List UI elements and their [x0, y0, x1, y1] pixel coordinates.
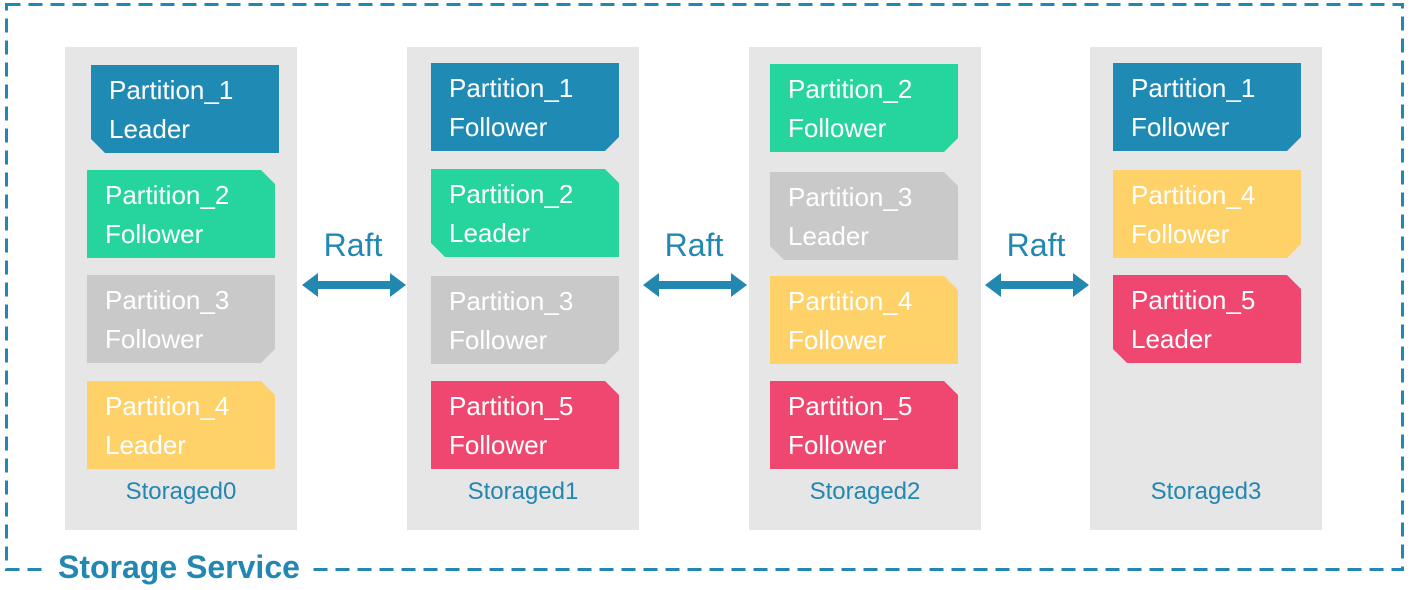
partition-role: Leader	[788, 221, 869, 251]
partition-card: Partition_1 Leader	[91, 65, 279, 153]
partition-role: Follower	[1131, 219, 1230, 249]
partition-name: Partition_3	[105, 285, 230, 315]
partition-card: Partition_2 Leader	[431, 169, 619, 257]
partition-card: Partition_1 Follower	[1113, 63, 1301, 151]
node-label: Storaged3	[1150, 478, 1262, 505]
partition-card: Partition_5 Leader	[1113, 275, 1301, 363]
raft-label: Raft	[1006, 227, 1066, 263]
partition-card: Partition_2 Follower	[87, 170, 275, 258]
partition-role: Follower	[788, 430, 887, 460]
partition-card: Partition_4 Follower	[1113, 170, 1301, 258]
partition-name: Partition_5	[449, 391, 574, 421]
partition-role: Follower	[449, 325, 548, 355]
partition-name: Partition_2	[105, 180, 230, 210]
node-label: Storaged1	[467, 478, 579, 505]
partition-name: Partition_3	[788, 182, 913, 212]
partition-card: Partition_5 Follower	[431, 381, 619, 469]
node-label: Storaged2	[809, 478, 921, 505]
partition-card: Partition_3 Follower	[431, 276, 619, 364]
storage-service-title: Storage Service	[48, 547, 310, 587]
partition-role: Follower	[449, 430, 548, 460]
double-arrow-icon	[985, 273, 1089, 297]
storaged2-node: Partition_2 Follower Partition_3 Leader …	[749, 47, 981, 530]
partition-name: Partition_4	[788, 286, 913, 316]
partition-card: Partition_1 Follower	[431, 63, 619, 151]
partition-name: Partition_1	[109, 75, 234, 105]
partition-card: Partition_3 Leader	[770, 172, 958, 260]
partition-name: Partition_5	[788, 391, 913, 421]
partition-name: Partition_2	[788, 74, 913, 104]
raft-label: Raft	[664, 227, 724, 263]
double-arrow-icon	[643, 273, 747, 297]
partition-role: Follower	[105, 219, 204, 249]
partition-role: Leader	[1131, 324, 1212, 354]
node-label: Storaged0	[125, 478, 237, 505]
storaged1-node: Partition_1 Follower Partition_2 Leader …	[407, 47, 639, 530]
storaged0-node: Partition_1 Leader Partition_2 Follower …	[65, 47, 297, 530]
partition-role: Leader	[105, 430, 186, 460]
partition-name: Partition_1	[1131, 73, 1256, 103]
storaged3-node: Partition_1 Follower Partition_4 Followe…	[1090, 47, 1322, 530]
partition-role: Follower	[1131, 112, 1230, 142]
partition-role: Follower	[788, 325, 887, 355]
partition-name: Partition_5	[1131, 285, 1256, 315]
raft-label: Raft	[323, 227, 383, 263]
partition-role: Leader	[449, 218, 530, 248]
partition-name: Partition_4	[1131, 180, 1256, 210]
partition-name: Partition_1	[449, 73, 574, 103]
partition-card: Partition_4 Leader	[87, 381, 275, 469]
partition-card: Partition_2 Follower	[770, 64, 958, 152]
partition-card: Partition_5 Follower	[770, 381, 958, 469]
partition-name: Partition_4	[105, 391, 230, 421]
double-arrow-icon	[302, 273, 406, 297]
partition-role: Follower	[449, 112, 548, 142]
partition-card: Partition_4 Follower	[770, 276, 958, 364]
partition-card: Partition_3 Follower	[87, 275, 275, 363]
partition-role: Follower	[105, 324, 204, 354]
partition-role: Follower	[788, 113, 887, 143]
partition-name: Partition_2	[449, 179, 574, 209]
partition-role: Leader	[109, 114, 190, 144]
partition-name: Partition_3	[449, 286, 574, 316]
